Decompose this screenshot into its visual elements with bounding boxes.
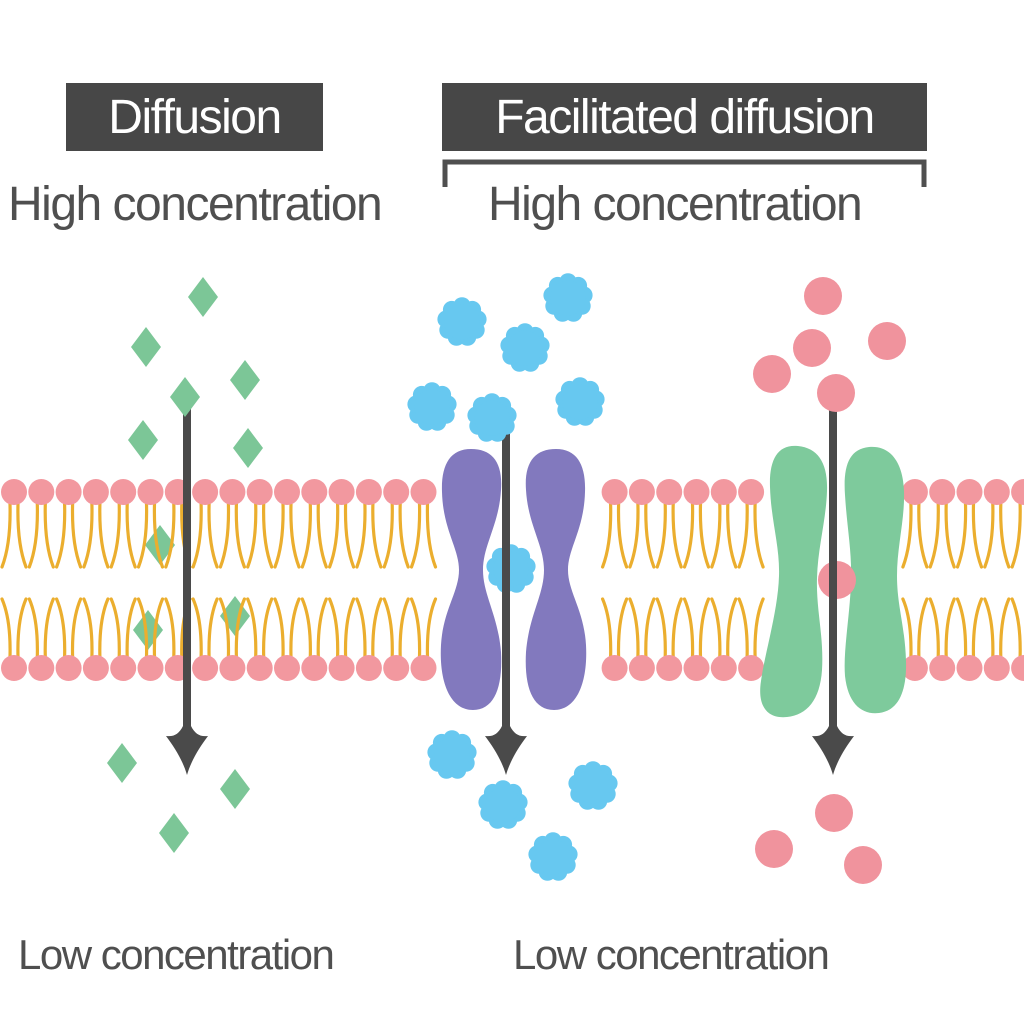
channel-molecule-flower: [543, 273, 593, 322]
diffusion-molecule-diamond: [170, 377, 200, 417]
high-concentration-label-right: High concentration: [488, 178, 863, 231]
carrier-molecule-circle: [868, 322, 906, 360]
channel-protein-left-lobe: [440, 449, 502, 710]
facilitated-title-box: Facilitated diffusion: [442, 83, 927, 151]
facilitated-title-text: Facilitated diffusion: [495, 90, 875, 144]
arrow-head: [812, 726, 854, 775]
carrier-molecule-circle: [815, 794, 853, 832]
carrier-molecules: [753, 277, 906, 884]
diffusion-molecule-diamond: [159, 813, 189, 853]
channel-protein: [440, 449, 587, 710]
channel-protein-right-lobe: [525, 449, 587, 710]
arrow-shaft: [829, 408, 837, 728]
arrow-shaft: [502, 408, 510, 728]
diffusion-molecule-diamond: [107, 743, 137, 783]
carrier-molecule-circle: [817, 374, 855, 412]
channel-molecule-flower: [407, 382, 457, 431]
low-concentration-label-left: Low concentration: [18, 931, 335, 978]
high-concentration-label-left: High concentration: [8, 178, 383, 231]
molecule-in-channel-protein: [486, 544, 536, 593]
diffusion-molecule-diamond: [233, 428, 263, 468]
diffusion-molecule-diamond: [145, 525, 175, 565]
facilitated-scope-bracket: [442, 159, 927, 187]
diffusion-title-box: Diffusion: [66, 83, 323, 151]
channel-molecule-flower: [437, 297, 487, 346]
diffusion-molecules: [107, 277, 263, 853]
phospholipid-bilayer: [0, 479, 1024, 681]
lipid-tails: [0, 502, 1022, 659]
channel-molecule-flower: [568, 761, 618, 810]
channel-molecules: [407, 273, 618, 881]
low-concentration-label-right: Low concentration: [513, 931, 830, 978]
carrier-molecule-circle: [753, 355, 791, 393]
channel-molecule-flower: [555, 377, 605, 426]
carrier-molecule-circle: [804, 277, 842, 315]
flow-arrow: [485, 408, 527, 775]
carrier-protein-left-lobe: [760, 445, 828, 718]
carrier-molecule-circle: [793, 329, 831, 367]
channel-molecule-flower: [486, 544, 536, 593]
channel-molecule-flower: [500, 323, 550, 372]
diffusion-molecule-diamond: [128, 420, 158, 460]
carrier-protein-right-lobe: [844, 446, 907, 714]
lipid-heads: [1, 479, 1024, 681]
diffusion-molecule-diamond: [220, 769, 250, 809]
channel-molecule-flower: [478, 780, 528, 829]
diffusion-title-text: Diffusion: [108, 90, 282, 144]
arrow-head: [166, 726, 208, 775]
flow-arrow: [812, 408, 854, 775]
carrier-molecule-circle: [844, 846, 882, 884]
diffusion-molecule-diamond: [230, 360, 260, 400]
arrow-shaft: [183, 408, 191, 728]
channel-molecule-flower: [427, 730, 477, 779]
channel-molecule-flower: [467, 393, 517, 442]
channel-molecule-flower: [528, 832, 578, 881]
arrow-head: [485, 726, 527, 775]
flow-arrow: [166, 408, 208, 775]
molecules-inside-membrane: [133, 525, 250, 650]
diffusion-molecule-diamond: [188, 277, 218, 317]
diffusion-molecule-diamond: [131, 327, 161, 367]
carrier-protein: [760, 445, 907, 718]
carrier-molecule-circle: [755, 830, 793, 868]
